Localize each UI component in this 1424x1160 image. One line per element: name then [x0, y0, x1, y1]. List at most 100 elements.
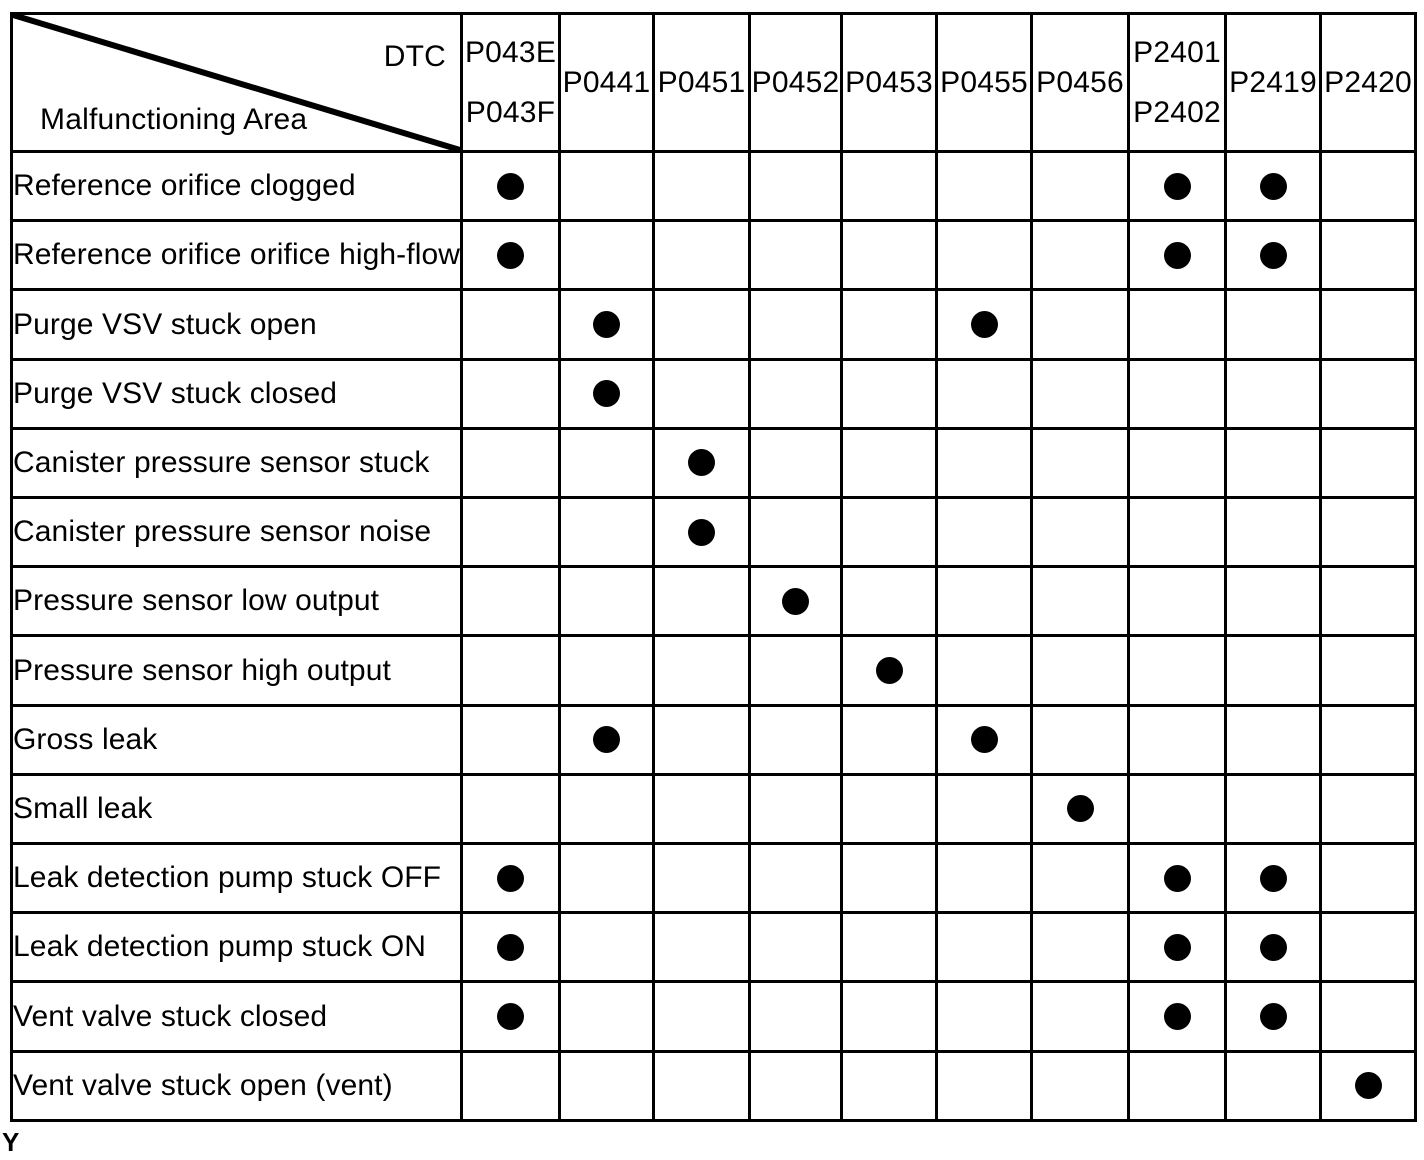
mark-cell-p043e_p043f	[460, 772, 561, 846]
mark-cell-p0453	[840, 565, 938, 638]
dtc-code-line: P0452	[751, 65, 840, 99]
dtc-code-line: P043F	[465, 95, 556, 129]
mark-cell-p0441	[558, 980, 655, 1053]
corner-axis-cell: DTC Malfunctioning Area	[10, 12, 463, 153]
mark-cell-p2420	[1319, 772, 1417, 846]
mark-cell-p2401_p2402	[1127, 565, 1227, 638]
mark-cell-p0452	[748, 149, 843, 223]
mark-cell-p043e_p043f	[460, 911, 561, 984]
header-row: DTC Malfunctioning Area P043E P043F P044…	[10, 12, 1417, 153]
mark-cell-p0456	[1030, 149, 1130, 223]
mark-cell-p0441	[558, 496, 655, 569]
filled-dot-icon	[970, 726, 998, 754]
filled-dot-icon	[1163, 933, 1191, 961]
mark-cell-p0441	[558, 772, 655, 846]
column-header-p0452: P0452	[748, 12, 843, 153]
mark-cell-p2420	[1319, 357, 1417, 430]
mark-cell-p0451	[652, 426, 751, 500]
mark-cell-p2419	[1224, 1049, 1322, 1123]
mark-cell-p0456	[1030, 426, 1130, 500]
mark-cell-p0455	[935, 496, 1033, 569]
mark-cell-p2419	[1224, 357, 1322, 430]
mark-cell-p0453	[840, 288, 938, 361]
mark-cell-p0455	[935, 703, 1033, 776]
mark-cell-p2401_p2402	[1127, 219, 1227, 292]
dtc-code-line: P2402	[1133, 95, 1221, 129]
malfunctioning-area-label: Leak detection pump stuck OFF	[10, 842, 463, 915]
mark-cell-p0441	[558, 703, 655, 776]
mark-cell-p2420	[1319, 426, 1417, 500]
mark-cell-p0453	[840, 426, 938, 500]
filled-dot-icon	[782, 587, 809, 615]
filled-dot-icon	[497, 864, 524, 892]
filled-dot-icon	[875, 657, 903, 685]
mark-cell-p2420	[1319, 842, 1417, 915]
filled-dot-icon	[497, 1003, 524, 1031]
filled-dot-icon	[1163, 864, 1191, 892]
dtc-code-line: P0453	[845, 65, 933, 99]
diagonal-divider-icon	[13, 15, 460, 150]
mark-cell-p0451	[652, 149, 751, 223]
mark-cell-p0455	[935, 980, 1033, 1053]
mark-cell-p043e_p043f	[460, 149, 561, 223]
table-row: Leak detection pump stuck ON	[10, 911, 1417, 984]
mark-cell-p0452	[748, 219, 843, 292]
mark-cell-p2420	[1319, 496, 1417, 569]
mark-cell-p0456	[1030, 219, 1130, 292]
mark-cell-p0455	[935, 288, 1033, 361]
column-header-p0455: P0455	[935, 12, 1033, 153]
mark-cell-p2401_p2402	[1127, 288, 1227, 361]
dtc-malfunction-matrix: DTC Malfunctioning Area P043E P043F P044…	[10, 12, 1417, 1123]
mark-cell-p043e_p043f	[460, 842, 561, 915]
dtc-code-line: P0451	[657, 65, 746, 99]
column-header-p0453: P0453	[840, 12, 938, 153]
mark-cell-p2419	[1224, 426, 1322, 500]
column-header-p2401-p2402: P2401 P2402	[1127, 12, 1227, 153]
column-header-p2420: P2420	[1319, 12, 1417, 153]
mark-cell-p0451	[652, 288, 751, 361]
filled-dot-icon	[1354, 1072, 1382, 1100]
mark-cell-p0453	[840, 980, 938, 1053]
mark-cell-p2401_p2402	[1127, 426, 1227, 500]
mark-cell-p0456	[1030, 772, 1130, 846]
matrix-header: DTC Malfunctioning Area P043E P043F P044…	[10, 12, 1417, 153]
mark-cell-p0453	[840, 149, 938, 223]
mark-cell-p2420	[1319, 565, 1417, 638]
mark-cell-p2420	[1319, 703, 1417, 776]
mark-cell-p0452	[748, 634, 843, 707]
mark-cell-p0452	[748, 911, 843, 984]
mark-cell-p0451	[652, 842, 751, 915]
mark-cell-p2419	[1224, 911, 1322, 984]
malfunctioning-area-label: Pressure sensor high output	[10, 634, 463, 707]
mark-cell-p0451	[652, 219, 751, 292]
mark-cell-p0441	[558, 1049, 655, 1123]
mark-cell-p043e_p043f	[460, 980, 561, 1053]
column-header-p0441: P0441	[558, 12, 655, 153]
mark-cell-p0456	[1030, 842, 1130, 915]
mark-cell-p0452	[748, 357, 843, 430]
mark-cell-p2401_p2402	[1127, 1049, 1227, 1123]
malfunctioning-area-label: Vent valve stuck closed	[10, 980, 463, 1053]
mark-cell-p2420	[1319, 288, 1417, 361]
mark-cell-p043e_p043f	[460, 219, 561, 292]
table-row: Pressure sensor high output	[10, 634, 1417, 707]
mark-cell-p0451	[652, 703, 751, 776]
mark-cell-p2419	[1224, 703, 1322, 776]
filled-dot-icon	[593, 726, 620, 754]
mark-cell-p0453	[840, 703, 938, 776]
mark-cell-p2401_p2402	[1127, 357, 1227, 430]
dtc-code-line: P2401	[1133, 35, 1221, 69]
mark-cell-p0455	[935, 426, 1033, 500]
mark-cell-p0456	[1030, 980, 1130, 1053]
column-header-p043e-p043f: P043E P043F	[460, 12, 561, 153]
mark-cell-p043e_p043f	[460, 634, 561, 707]
mark-cell-p0453	[840, 842, 938, 915]
mark-cell-p2401_p2402	[1127, 703, 1227, 776]
mark-cell-p0451	[652, 634, 751, 707]
table-row: Vent valve stuck open (vent)	[10, 1049, 1417, 1123]
dtc-code-line: P0441	[562, 65, 651, 99]
filled-dot-icon	[1259, 933, 1287, 961]
mark-cell-p2401_p2402	[1127, 772, 1227, 846]
mark-cell-p043e_p043f	[460, 357, 561, 430]
filled-dot-icon	[1163, 241, 1191, 269]
